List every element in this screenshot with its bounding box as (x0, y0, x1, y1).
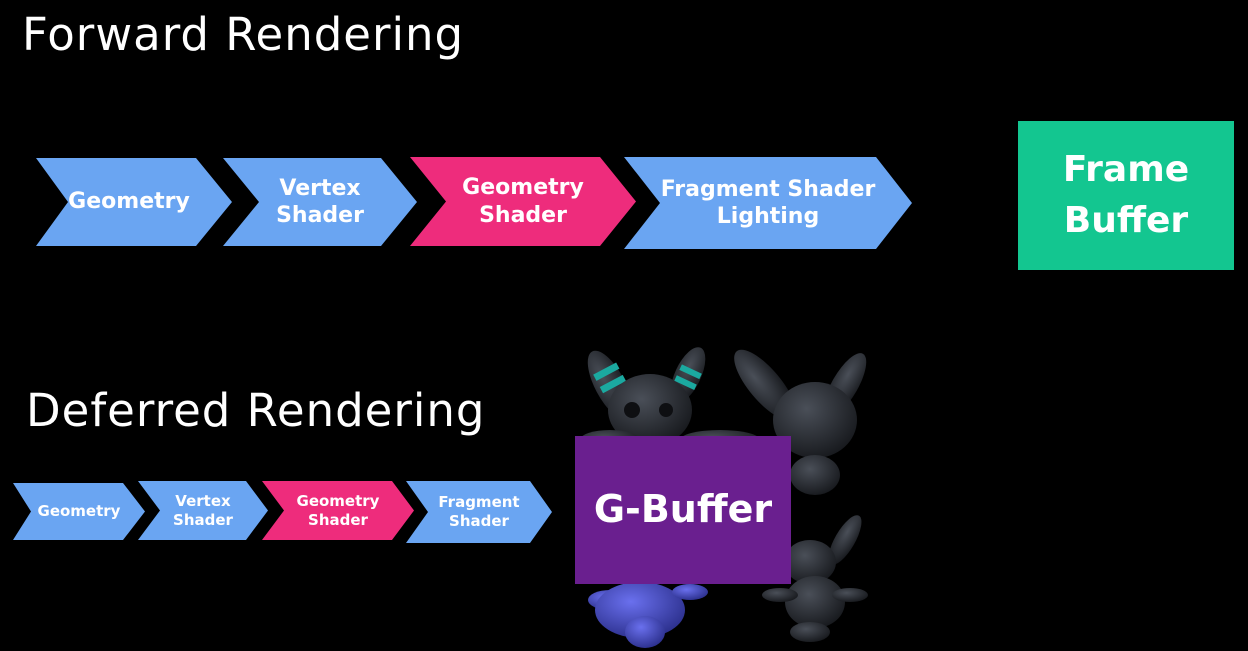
forward-stage-vertex-shader: Vertex Shader (223, 158, 417, 246)
forward-stage-geometry: Geometry (36, 158, 232, 246)
deferred-stage-fragment-shader: Fragment Shader (406, 481, 552, 543)
deferred-rendering-title: Deferred Rendering (26, 384, 486, 437)
bunny-top-right (734, 349, 867, 495)
g-buffer-box: G-Buffer (575, 436, 791, 584)
forward-rendering-title: Forward Rendering (22, 8, 465, 61)
bunny-top-left (580, 347, 760, 450)
frame-buffer-box: Frame Buffer (1018, 121, 1234, 270)
bunny-bottom-left (588, 582, 708, 648)
forward-stage-fragment-shader-lighting: Fragment Shader Lighting (624, 157, 912, 249)
deferred-stage-geometry: Geometry (13, 483, 145, 540)
deferred-stage-geometry-shader: Geometry Shader (262, 481, 414, 540)
forward-stage-geometry-shader: Geometry Shader (410, 157, 636, 246)
bunny-bottom-right (762, 515, 868, 642)
deferred-stage-vertex-shader: Vertex Shader (138, 481, 268, 540)
